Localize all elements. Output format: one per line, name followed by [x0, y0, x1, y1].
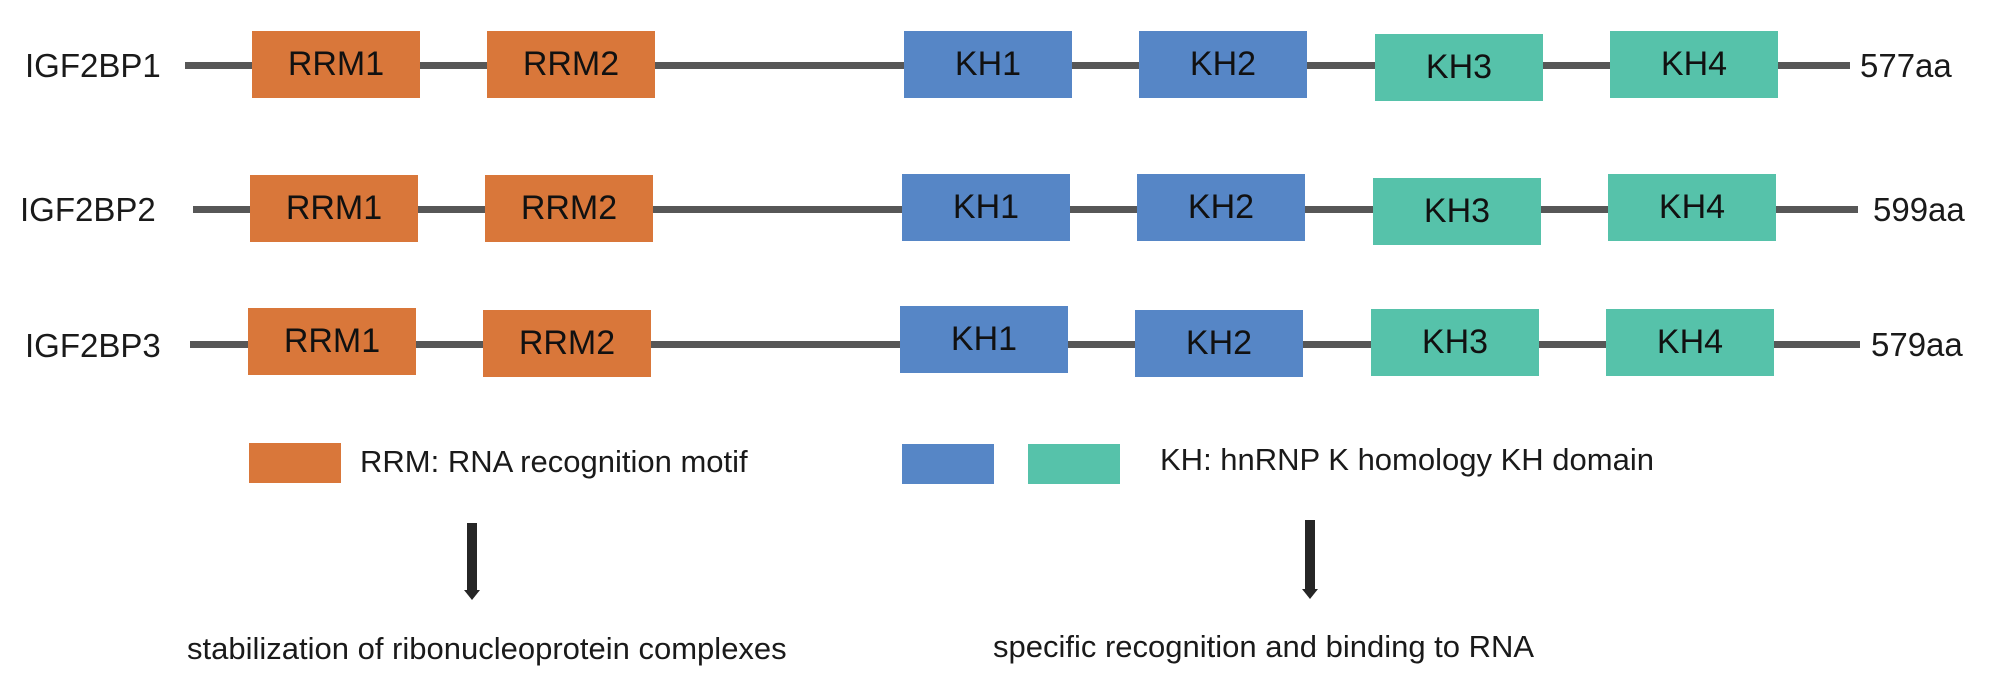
- protein-row-igf2bp1: IGF2BP1 RRM1 RRM2 KH1 KH2 KH3 KH4 577aa: [0, 24, 2000, 104]
- arrow-kh: [1305, 520, 1315, 590]
- domain-kh2: KH2: [1137, 174, 1305, 241]
- arrow-kh-head: [1302, 589, 1318, 599]
- domain-kh1: KH1: [902, 174, 1070, 241]
- protein-length: 577aa: [1860, 47, 1952, 84]
- domain-kh3: KH3: [1371, 309, 1539, 376]
- domain-kh1: KH1: [904, 31, 1072, 98]
- legend-swatch-kh-blue: [902, 444, 994, 484]
- protein-name: IGF2BP1: [25, 47, 161, 84]
- protein-name: IGF2BP2: [20, 191, 156, 228]
- domain-kh4: KH4: [1608, 174, 1776, 241]
- domain-rrm1: RRM1: [248, 308, 416, 375]
- legend-swatch-kh-green: [1028, 444, 1120, 484]
- legend-swatch-rrm: [249, 443, 341, 483]
- protein-row-igf2bp2: IGF2BP2 RRM1 RRM2 KH1 KH2 KH3 KH4 599aa: [0, 168, 2000, 248]
- domain-kh4: KH4: [1606, 309, 1774, 376]
- domain-rrm2: RRM2: [485, 175, 653, 242]
- protein-length: 579aa: [1871, 326, 1963, 363]
- domain-rrm1: RRM1: [252, 31, 420, 98]
- domain-kh2: KH2: [1135, 310, 1303, 377]
- domain-rrm2: RRM2: [483, 310, 651, 377]
- domain-kh3: KH3: [1373, 178, 1541, 245]
- domain-kh1: KH1: [900, 306, 1068, 373]
- domain-kh2: KH2: [1139, 31, 1307, 98]
- domain-rrm1: RRM1: [250, 175, 418, 242]
- arrow-rrm-head: [464, 590, 480, 600]
- domain-kh4: KH4: [1610, 31, 1778, 98]
- domain-kh3: KH3: [1375, 34, 1543, 101]
- legend-rrm-label: RRM: RNA recognition motif: [360, 444, 748, 479]
- function-rrm: stabilization of ribonucleoprotein compl…: [187, 631, 787, 666]
- function-kh: specific recognition and binding to RNA: [993, 629, 1535, 664]
- domain-rrm2: RRM2: [487, 31, 655, 98]
- protein-name: IGF2BP3: [25, 327, 161, 364]
- protein-row-igf2bp3: IGF2BP3 RRM1 RRM2 KH1 KH2 KH3 KH4 579aa: [0, 302, 2000, 382]
- protein-length: 599aa: [1873, 191, 1965, 228]
- legend-kh-label: KH: hnRNP K homology KH domain: [1160, 442, 1654, 477]
- arrow-rrm: [467, 523, 477, 591]
